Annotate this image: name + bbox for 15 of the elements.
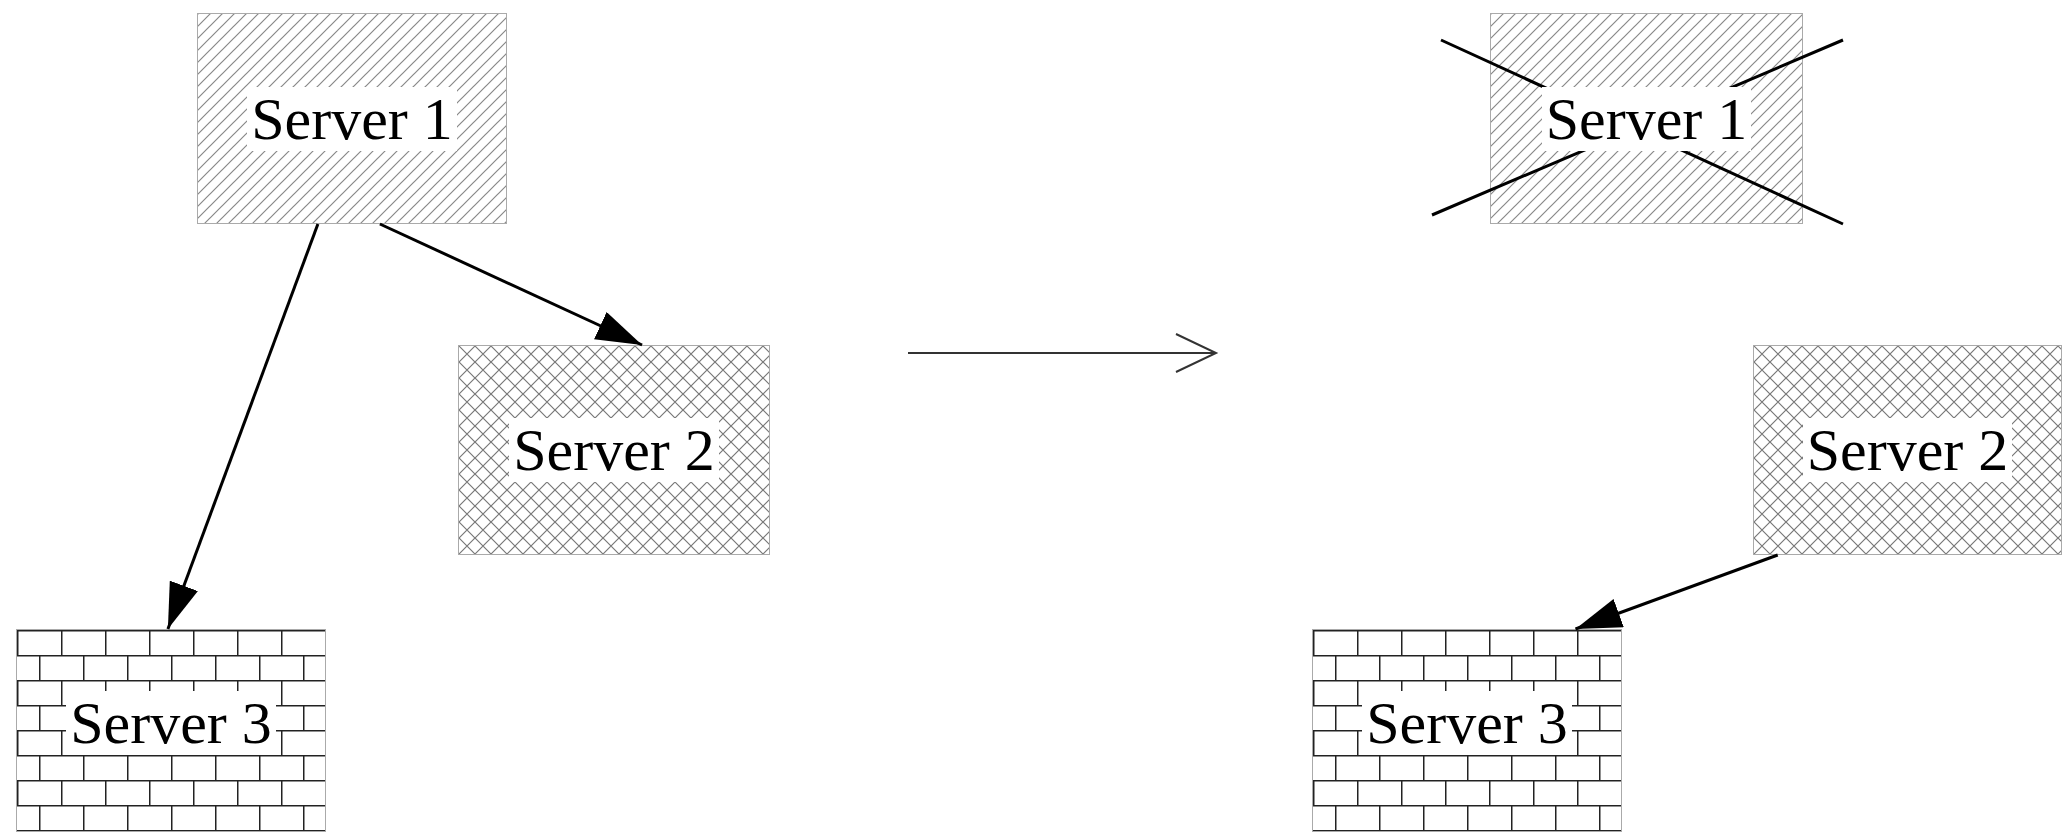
server-label: Server 1 — [1541, 86, 1752, 151]
server-label: Server 3 — [1362, 690, 1572, 755]
server-label: Server 3 — [66, 690, 276, 755]
server-label: Server 2 — [1802, 418, 2013, 482]
arrow — [166, 223, 320, 630]
arrow — [379, 222, 643, 347]
server-label: Server 2 — [509, 418, 719, 482]
server-box — [1312, 629, 1622, 832]
server-box — [1753, 345, 2062, 555]
server-box — [16, 629, 326, 832]
server-box — [197, 13, 507, 224]
server-box — [458, 345, 770, 555]
server-label: Server 1 — [247, 86, 457, 151]
arrow — [1575, 553, 1779, 631]
server-box — [1490, 13, 1803, 224]
